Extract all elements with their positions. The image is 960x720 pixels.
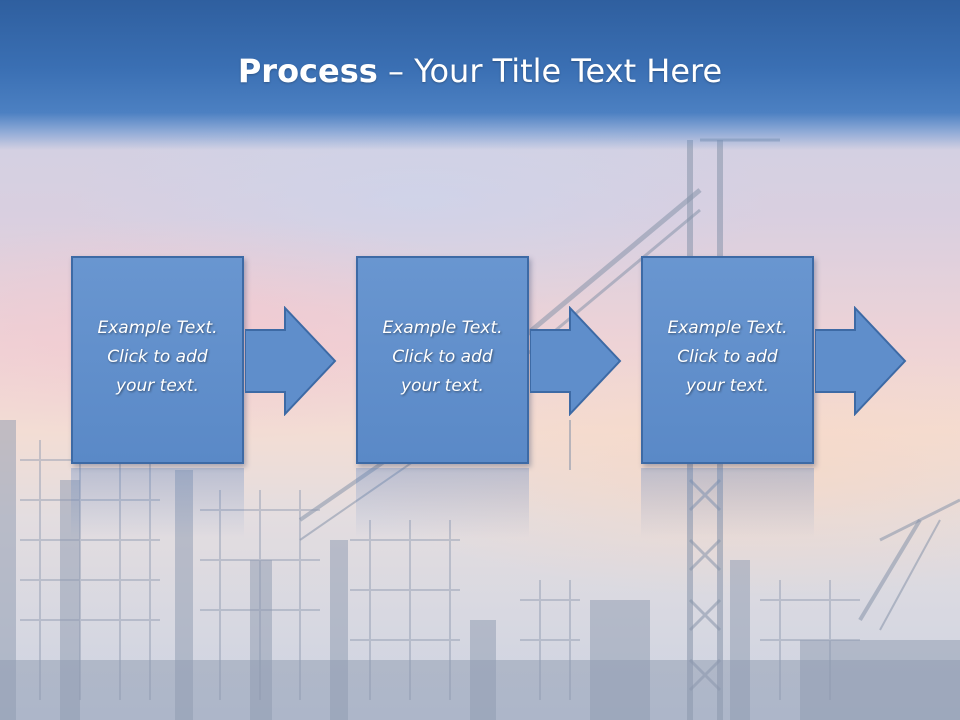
step-2-reflection	[356, 468, 529, 538]
step-line: Example Text.	[97, 318, 218, 338]
title-bar	[0, 0, 960, 150]
process-step-2-box[interactable]: Example Text. Click to add your text.	[356, 256, 529, 464]
arrow-right-1-icon	[245, 306, 337, 416]
step-line: Click to add	[677, 347, 778, 367]
process-step-3-text: Example Text. Click to add your text.	[643, 314, 812, 401]
process-step-1-box[interactable]: Example Text. Click to add your text.	[71, 256, 244, 464]
step-1-reflection	[71, 468, 244, 538]
step-3-reflection	[641, 468, 814, 538]
step-line: your text.	[401, 376, 484, 396]
process-step-2-text: Example Text. Click to add your text.	[358, 314, 527, 401]
title-rest-text: – Your Title Text Here	[377, 52, 723, 90]
arrow-right-2-icon	[530, 306, 622, 416]
process-step-1-text: Example Text. Click to add your text.	[73, 314, 242, 401]
step-line: Click to add	[392, 347, 493, 367]
slide-title[interactable]: Process – Your Title Text Here	[0, 52, 960, 90]
title-bold-text: Process	[237, 52, 378, 90]
step-line: Example Text.	[382, 318, 503, 338]
step-line: Example Text.	[667, 318, 788, 338]
arrow-right-3-icon	[815, 306, 907, 416]
process-step-3-box[interactable]: Example Text. Click to add your text.	[641, 256, 814, 464]
step-line: your text.	[116, 376, 199, 396]
step-line: Click to add	[107, 347, 208, 367]
step-line: your text.	[686, 376, 769, 396]
